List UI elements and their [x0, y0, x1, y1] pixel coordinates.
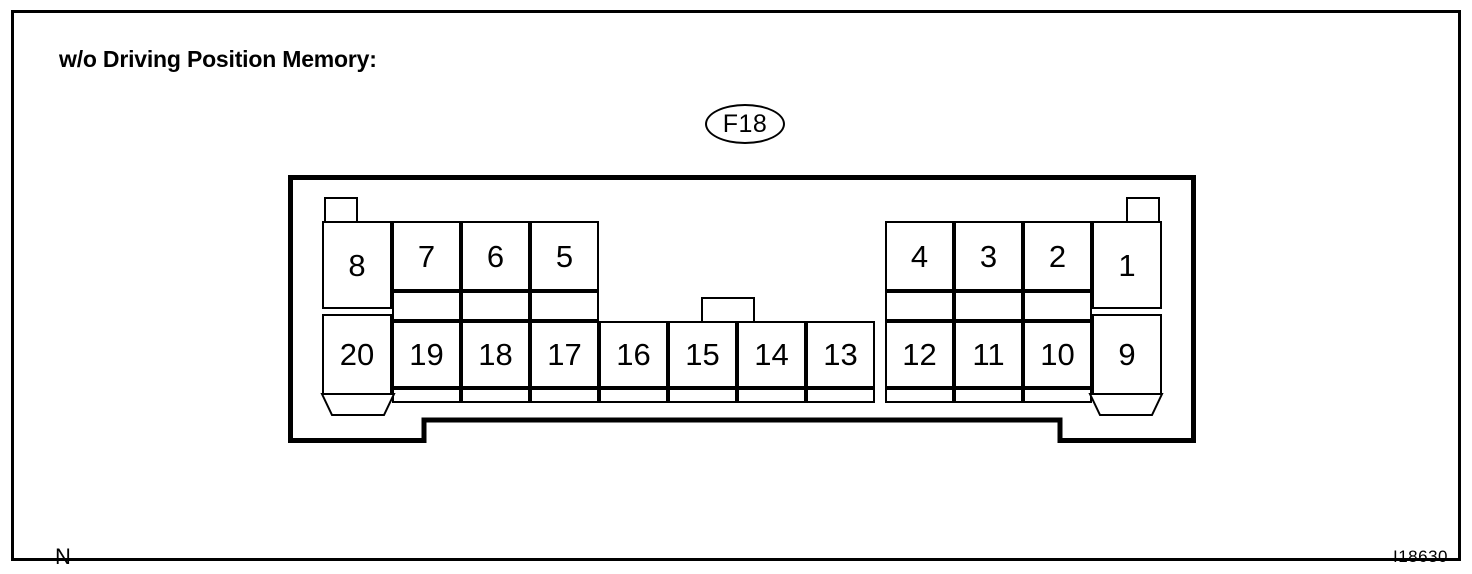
pin-skirt-3: [954, 291, 1023, 321]
pin-skirt-7: [392, 291, 461, 321]
pin-7: 7: [392, 221, 461, 291]
pin-14: 14: [737, 321, 806, 388]
locking-foot-left: [320, 393, 396, 416]
pin-20: 20: [322, 314, 392, 395]
pin-6: 6: [461, 221, 530, 291]
pin-11: 11: [954, 321, 1023, 388]
pin-skirt-11: [954, 388, 1023, 403]
pin-15: 15: [668, 321, 737, 388]
pin-skirt-15: [668, 388, 737, 403]
diagram-frame: w/o Driving Position Memory: F18 8 7 6 5: [11, 10, 1461, 569]
pin-skirt-10: [1023, 388, 1092, 403]
pin-skirt-17: [530, 388, 599, 403]
connector-housing-outline: [288, 175, 1196, 443]
pin-skirt-19: [392, 388, 461, 403]
pin-8: 8: [322, 221, 392, 309]
connector-diagram: 8 7 6 5 4 3 2 1 20 19 18 17 16: [288, 175, 1196, 443]
pin-skirt-5: [530, 291, 599, 321]
latch-tab-right: [1126, 197, 1160, 223]
locking-foot-right: [1088, 393, 1164, 416]
pin-10: 10: [1023, 321, 1092, 388]
pin-12: 12: [885, 321, 954, 388]
page-title: w/o Driving Position Memory:: [59, 46, 377, 72]
pin-4: 4: [885, 221, 954, 291]
pin-3: 3: [954, 221, 1023, 291]
pin-skirt-12: [885, 388, 954, 403]
connector-callout-label: F18: [722, 109, 768, 138]
pin-skirt-14: [737, 388, 806, 403]
pin-grid: 8 7 6 5 4 3 2 1 20 19 18 17 16: [288, 175, 1196, 443]
pin-skirt-16: [599, 388, 668, 403]
pin-19: 19: [392, 321, 461, 388]
pin-skirt-4: [885, 291, 954, 321]
connector-callout-oval: F18: [705, 104, 785, 144]
orientation-mark: N: [55, 544, 71, 569]
figure-code: I18630: [1393, 547, 1448, 566]
pin-9: 9: [1092, 314, 1162, 395]
pin-13: 13: [806, 321, 875, 388]
pin-18: 18: [461, 321, 530, 388]
pin-skirt-2: [1023, 291, 1092, 321]
center-keying-tab: [701, 297, 755, 321]
latch-tab-left: [324, 197, 358, 223]
pin-1: 1: [1092, 221, 1162, 309]
pin-5: 5: [530, 221, 599, 291]
pin-skirt-6: [461, 291, 530, 321]
pin-17: 17: [530, 321, 599, 388]
pin-2: 2: [1023, 221, 1092, 291]
pin-skirt-18: [461, 388, 530, 403]
pin-skirt-13: [806, 388, 875, 403]
pin-16: 16: [599, 321, 668, 388]
